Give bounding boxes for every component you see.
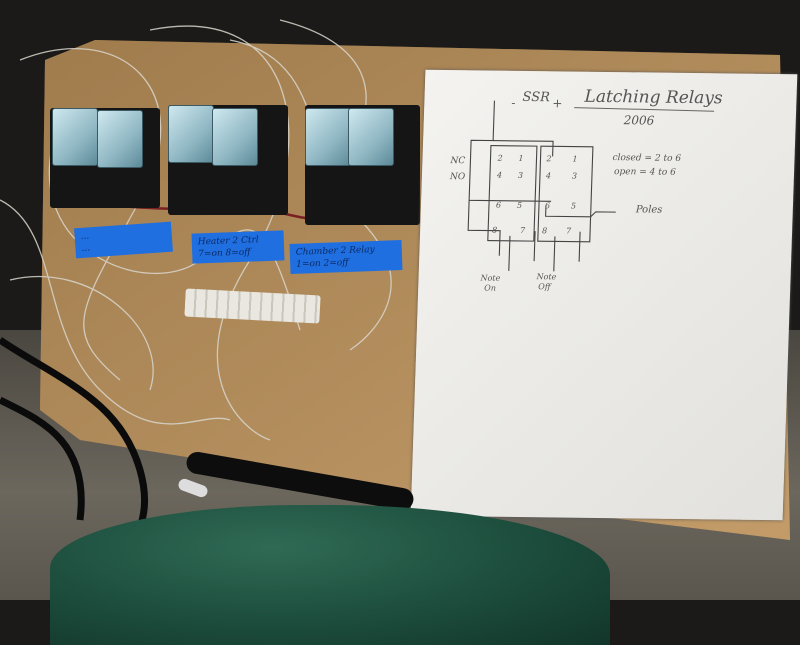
open-note: open = 4 to 6	[614, 167, 676, 178]
relay-2a	[168, 105, 214, 163]
paper-year: 2006	[623, 113, 655, 127]
pin-left-2: 2	[496, 154, 502, 163]
pin-left-4: 4	[496, 171, 502, 180]
schematic-paper: Latching Relays 2006 SSR - + NC NO 2 1 4…	[410, 69, 798, 521]
ssr-plus: +	[552, 96, 563, 110]
tape-label-3: Chamber 2 Relay 1=on 2=off	[289, 240, 403, 274]
pin-left-7: 7	[520, 226, 526, 235]
pin-left-8: 8	[492, 226, 497, 235]
no-label: NO	[449, 172, 466, 182]
pin-right-3: 3	[572, 172, 577, 181]
schematic-drawing: Latching Relays 2006 SSR - + NC NO 2 1 4…	[449, 87, 724, 293]
pin-right-7: 7	[566, 227, 572, 236]
note-off-label: Note	[535, 272, 556, 281]
pin-right-6: 6	[545, 201, 550, 210]
pin-right-2: 2	[545, 154, 551, 163]
nc-label: NC	[449, 156, 465, 166]
pin-right-1: 1	[572, 155, 577, 164]
relay-3b	[348, 108, 394, 166]
note-on-label: Note	[479, 273, 500, 282]
tape-label-2: Heater 2 Ctrl 7=on 8=off	[191, 230, 285, 264]
pin-right-5: 5	[571, 202, 576, 211]
relay-1a	[52, 108, 98, 166]
note-on-label-2: On	[484, 284, 496, 293]
poles-label: Poles	[635, 204, 663, 215]
relay-1b	[97, 110, 143, 168]
pin-left-6: 6	[496, 201, 501, 210]
pin-right-8: 8	[542, 226, 547, 235]
pin-left-1: 1	[518, 154, 523, 163]
paper-title: Latching Relays	[583, 87, 723, 109]
relay-3a	[305, 108, 351, 166]
pin-left-3: 3	[518, 171, 523, 180]
closed-note: closed = 2 to 6	[612, 153, 681, 164]
relay-2b	[212, 108, 258, 166]
ssr-minus: -	[511, 96, 516, 110]
pin-right-4: 4	[545, 171, 551, 180]
ssr-label: SSR	[522, 90, 550, 105]
note-off-label-2: Off	[538, 282, 552, 291]
tape-label-3-line2: 1=on 2=off	[296, 257, 349, 270]
tape-label-2-line2: 7=on 8=off	[198, 247, 251, 260]
green-cloth	[50, 505, 610, 645]
pin-left-5: 5	[517, 201, 522, 210]
